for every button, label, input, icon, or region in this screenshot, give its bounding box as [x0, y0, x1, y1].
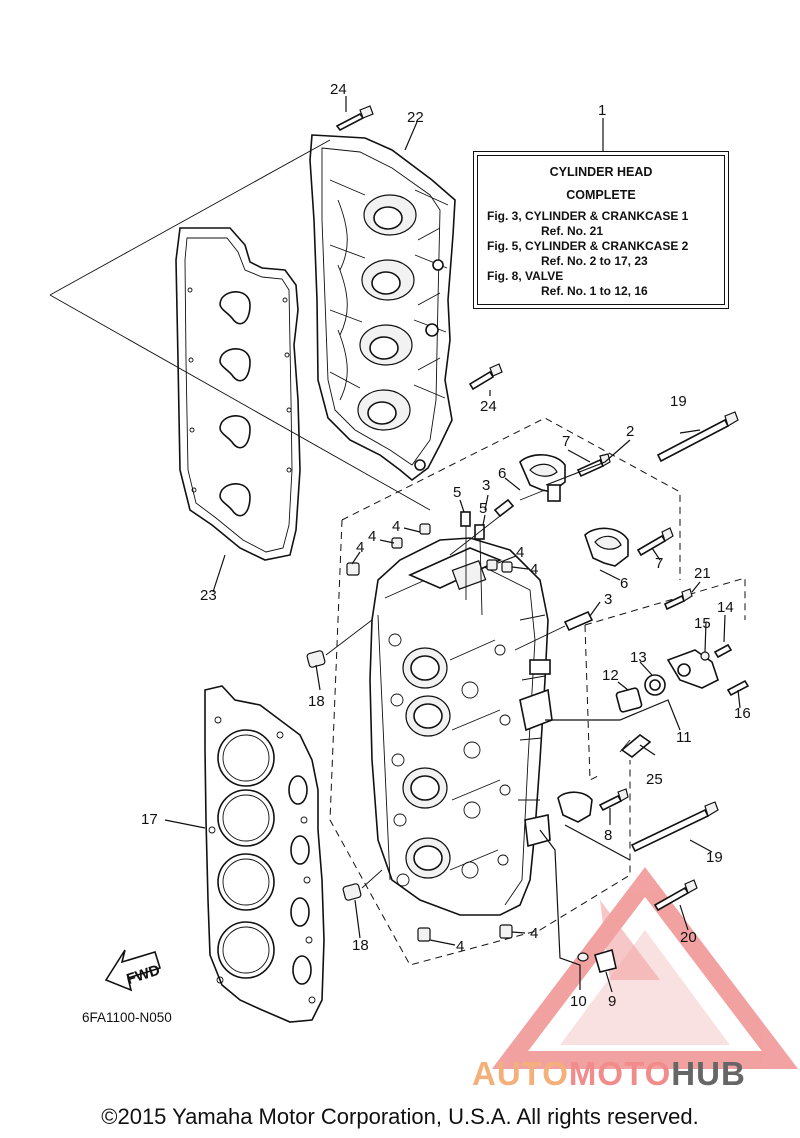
- callout-9: 9: [608, 993, 616, 1010]
- callout-6b: 6: [620, 575, 628, 592]
- callout-24a: 24: [330, 81, 347, 98]
- callout-4a: 4: [392, 518, 400, 535]
- callout-8: 8: [604, 827, 612, 844]
- callout-1: 1: [598, 102, 606, 119]
- callout-4d: 4: [516, 544, 524, 561]
- info-ref-line-2: Ref. No. 21: [541, 224, 604, 238]
- callout-12: 12: [602, 667, 619, 684]
- info-ref-line-3: Fig. 5, CYLINDER & CRANKCASE 2: [487, 239, 689, 253]
- info-title-line1: CYLINDER HEAD: [549, 165, 653, 179]
- cylinder-head-part: [369, 537, 553, 916]
- callout-11: 11: [676, 729, 692, 746]
- gasket-holes: [219, 291, 251, 517]
- leader-lines: [164, 96, 741, 993]
- callout-2: 2: [626, 423, 634, 440]
- info-ref-line-6: Ref. No. 1 to 12, 16: [541, 284, 648, 298]
- callouts: 1 2 3 3 4 4 4 4 4 4 4 5 5 6 6 7 7 8 9 10…: [141, 81, 751, 1010]
- fwd-arrow-icon: [104, 949, 162, 992]
- callout-7a: 7: [562, 433, 570, 450]
- sensor-parts: [577, 649, 719, 973]
- seals-4: [346, 523, 513, 942]
- watermark-part3: HUB: [671, 1055, 746, 1092]
- callout-15: 15: [694, 615, 711, 632]
- callout-16: 16: [734, 705, 751, 722]
- callout-18b: 18: [352, 937, 369, 954]
- watermark-logo-icon: [491, 867, 799, 1069]
- info-ref-line-4: Ref. No. 2 to 17, 23: [541, 254, 648, 268]
- info-box: CYLINDER HEAD COMPLETE Fig. 3, CYLINDER …: [477, 155, 725, 305]
- watermark-text: AUTOMOTOHUB: [472, 1055, 746, 1093]
- callout-19b: 19: [706, 849, 723, 866]
- valve-stems: [449, 498, 594, 651]
- callout-4c: 4: [356, 539, 364, 556]
- callout-22: 22: [407, 109, 424, 126]
- cam-cap-parts: [519, 454, 629, 823]
- watermark-part2: MOTO: [568, 1055, 672, 1092]
- callout-10: 10: [570, 993, 587, 1010]
- callout-24b: 24: [480, 398, 497, 415]
- head-gasket-part: [204, 685, 325, 1023]
- callout-14: 14: [717, 599, 734, 616]
- callout-3: 3: [482, 477, 490, 494]
- callout-3b: 3: [604, 591, 612, 608]
- info-title-line2: COMPLETE: [566, 188, 636, 202]
- callout-4b: 4: [368, 528, 376, 545]
- cam-lobes: [357, 194, 417, 431]
- dowel-pins: [306, 619, 383, 901]
- callout-4f: 4: [456, 938, 464, 955]
- callout-25: 25: [646, 771, 663, 788]
- combustion-chambers: [402, 647, 451, 879]
- diagram-code: 6FA1100-N050: [82, 1010, 172, 1025]
- valve-cover-part: [309, 134, 456, 482]
- callout-7b: 7: [655, 555, 663, 572]
- callout-6a: 6: [498, 465, 506, 482]
- info-ref-line-1: Fig. 3, CYLINDER & CRANKCASE 1: [487, 209, 689, 223]
- callout-4g: 4: [530, 925, 538, 942]
- callout-20: 20: [680, 929, 697, 946]
- callout-23: 23: [200, 587, 217, 604]
- callout-19a: 19: [670, 393, 687, 410]
- watermark-part1: AUTO: [472, 1055, 569, 1092]
- callout-5a: 5: [453, 484, 461, 501]
- info-ref-line-5: Fig. 8, VALVE: [487, 269, 564, 283]
- copyright-notice: ©2015 Yamaha Motor Corporation, U.S.A. A…: [101, 1104, 699, 1129]
- callout-17: 17: [141, 811, 158, 828]
- valve-cover-gasket-part: [175, 227, 301, 561]
- callout-21: 21: [694, 565, 711, 582]
- bolts: [335, 105, 750, 912]
- callout-13: 13: [630, 649, 647, 666]
- callout-18a: 18: [308, 693, 325, 710]
- callout-4e: 4: [530, 561, 538, 578]
- callout-5b: 5: [479, 500, 487, 517]
